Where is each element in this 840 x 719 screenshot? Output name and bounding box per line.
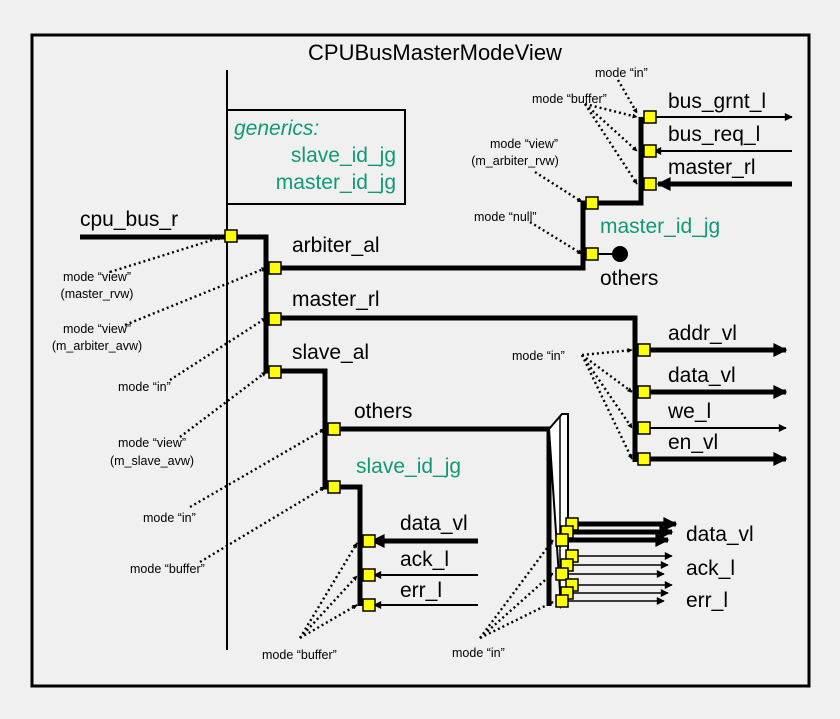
mode-in-top: mode “in” xyxy=(595,66,648,80)
port-master-rl[interactable] xyxy=(268,312,282,326)
bus-ack-l-arrows xyxy=(564,552,673,578)
label-cpu-bus-r: cpu_bus_r xyxy=(80,208,178,231)
master-rl-wire xyxy=(266,315,638,462)
mode-view-arbiter: mode “view” xyxy=(490,137,558,151)
label-we-l: we_l xyxy=(667,400,711,423)
port-ack-l-slave[interactable] xyxy=(362,568,376,582)
generic-slave-id: slave_id_jg xyxy=(291,144,396,167)
mode-in-bottom: mode “in” xyxy=(452,646,505,660)
view-frame xyxy=(30,33,811,688)
view-title: CPUBusMasterModeView xyxy=(308,40,562,65)
label-slave-al: slave_al xyxy=(292,341,369,364)
port-we-l[interactable] xyxy=(637,421,651,435)
bus-err-l-arrows xyxy=(564,581,673,605)
mode-buffer-bottom: mode “buffer” xyxy=(262,648,337,662)
label-arbiter-al: arbiter_al xyxy=(292,234,380,257)
mode-buffer-slave-id: mode “buffer” xyxy=(130,562,205,576)
port-data-vl-out[interactable] xyxy=(637,385,651,399)
port-data-vl-slave[interactable] xyxy=(362,534,376,548)
port-bus-req[interactable] xyxy=(643,144,657,158)
label-data-vl-slave: data_vl xyxy=(400,512,468,535)
port-addr-vl[interactable] xyxy=(637,343,651,357)
port-slave-id[interactable] xyxy=(327,480,341,494)
label-err-l-slave: err_l xyxy=(400,579,442,602)
port-master-id[interactable] xyxy=(585,196,599,210)
label-bus-req-l: bus_req_l xyxy=(668,123,760,146)
generics-heading: generics: xyxy=(234,117,319,140)
label-err-l-bus: err_l xyxy=(686,589,728,612)
mode-view-arb-avw-name: (m_arbiter_avw) xyxy=(52,339,142,353)
ports xyxy=(224,110,657,612)
label-master-rl-arb: master_rl xyxy=(668,156,756,179)
label-en-vl: en_vl xyxy=(668,431,718,454)
port-en-vl[interactable] xyxy=(637,452,651,466)
bus-data-vl-arrows xyxy=(564,517,678,547)
generics-box xyxy=(226,109,406,205)
port-slave-al[interactable] xyxy=(268,365,282,379)
mode-view-slave-name: (m_slave_avw) xyxy=(110,454,194,468)
mode-annotation-lines xyxy=(109,79,639,640)
port-cpu-bus[interactable] xyxy=(224,229,238,243)
others-arb-terminator xyxy=(612,246,628,262)
mode-view-arb-avw: mode “view” xyxy=(63,322,131,336)
label-slave-id-jg: slave_id_jg xyxy=(356,455,461,478)
mode-buffer-top: mode “buffer” xyxy=(532,92,607,106)
port-others[interactable] xyxy=(327,422,341,436)
port-err-l-slave[interactable] xyxy=(362,598,376,612)
label-master-rl: master_rl xyxy=(292,288,380,311)
port-others-arb[interactable] xyxy=(585,247,599,261)
label-bus-grnt-l: bus_grnt_l xyxy=(668,90,766,113)
mode-in-slave-al: mode “in” xyxy=(118,380,171,394)
port-master-rl-arb[interactable] xyxy=(643,177,657,191)
label-ack-l-slave: ack_l xyxy=(400,548,449,571)
mode-view-master: mode “view” xyxy=(63,270,131,284)
label-data-vl-bus: data_vl xyxy=(686,523,754,546)
mode-view-master-name: (master_rvw) xyxy=(61,287,134,301)
mode-in-slave-id: mode “in” xyxy=(143,511,196,525)
port-bus-grnt[interactable] xyxy=(643,110,657,124)
arbiter-al-wire xyxy=(266,117,644,271)
label-ack-l-bus: ack_l xyxy=(686,557,735,580)
label-others-mid: others xyxy=(354,400,412,423)
label-master-id-jg: master_id_jg xyxy=(600,215,720,238)
label-data-vl-out: data_vl xyxy=(668,364,736,387)
label-others-arb: others xyxy=(600,267,658,290)
mode-null-arbiter: mode “null” xyxy=(474,210,537,224)
port-arbiter-al[interactable] xyxy=(268,261,282,275)
label-addr-vl: addr_vl xyxy=(668,322,737,345)
mode-in-master-out: mode “in” xyxy=(512,349,565,363)
mode-view-arbiter-name: (m_arbiter_rvw) xyxy=(471,154,559,168)
generic-master-id: master_id_jg xyxy=(276,171,396,194)
mode-view-slave: mode “view” xyxy=(118,436,186,450)
